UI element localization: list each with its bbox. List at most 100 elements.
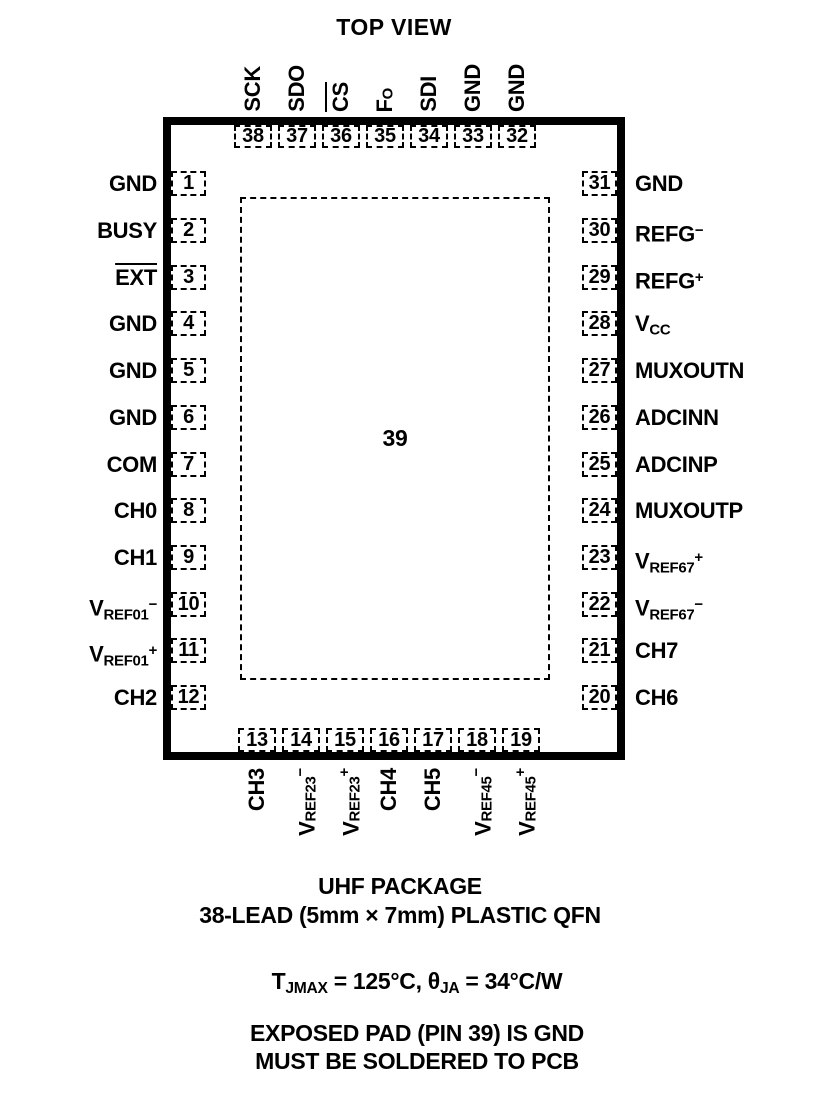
pin-24-label: MUXOUTP [635,498,743,523]
subscript: REF67 [649,606,695,624]
pin-30-label: REFG− [635,221,704,247]
pin-3-label: EXT [115,265,157,290]
package-caption: UHF PACKAGE 38-LEAD (5mm × 7mm) PLASTIC … [80,872,720,930]
pin-21-label: CH7 [635,638,679,663]
subscript: REF45 [478,776,496,822]
thermal-note: TJMAX = 125°C, θJA = 34°C/W [271,968,563,997]
pin-number: 26 [588,406,611,428]
pin-23-label: VREF67+ [635,548,703,577]
pin-number: 9 [183,546,194,568]
pin-number: 29 [588,266,611,288]
exposed-pad-note-line2: MUST BE SOLDERED TO PCB [255,1047,579,1074]
pin-17-box: 17 [414,728,452,752]
pin-38-box: 38 [234,125,272,148]
superscript: − [148,596,158,613]
superscript: + [148,642,158,659]
superscript: − [468,768,485,777]
exposed-pad-number: 39 [382,425,408,451]
pin-number: 10 [177,593,200,615]
pin-7-label: COM [106,452,158,477]
pin-number: 2 [183,219,194,241]
pin-number: 4 [183,312,194,334]
notes-block: TJMAX = 125°C, θJA = 34°C/W EXPOSED PAD … [97,967,737,1075]
pin-12-box: 12 [171,685,206,710]
overline-text: CS [328,82,353,112]
subscript: CC [649,321,671,339]
pin-1-box: 1 [171,171,206,196]
pin-number: 27 [588,359,611,381]
pin-26-label: ADCINN [635,405,719,430]
pin-number: 30 [588,219,611,241]
pin-37-label: SDO [284,65,309,112]
pin-number: 12 [177,686,200,708]
pin-number: 18 [466,728,488,751]
pin-7-box: 7 [171,452,206,477]
pin-number: 8 [183,499,194,521]
overline-text: EXT [115,265,157,290]
pin-14-label: VREF23− [292,768,320,836]
pin-6-box: 6 [171,405,206,430]
pin-24-box: 24 [582,498,617,523]
pin-number: 1 [183,172,194,194]
superscript: + [694,269,704,286]
pin-number: 33 [462,125,484,147]
pin-2-label: BUSY [97,218,157,243]
pin-13-box: 13 [238,728,276,752]
pin-32-box: 32 [498,125,536,148]
pin-21-box: 21 [582,638,617,663]
subscript: O [379,87,397,99]
pin-15-box: 15 [326,728,364,752]
pin-8-box: 8 [171,498,206,523]
superscript: − [694,222,704,239]
pin-number: 14 [290,728,312,751]
exposed-pad-note-line1: EXPOSED PAD (PIN 39) IS GND [250,1019,584,1046]
pin-10-label: VREF01− [89,595,158,624]
pin-4-box: 4 [171,311,206,336]
pin-number: 22 [588,593,611,615]
pin-14-box: 14 [282,728,320,752]
pin-38-label: SCK [240,66,265,112]
pin-2-box: 2 [171,218,206,243]
pin-16-label: CH4 [376,768,401,812]
pin-number: 37 [286,125,308,147]
package-outline: 39 [163,117,625,760]
pin-28-box: 28 [582,311,617,336]
pin-9-box: 9 [171,545,206,570]
pin-31-box: 31 [582,171,617,196]
pin-25-label: ADCINP [635,452,718,477]
pin-number: 5 [183,359,194,381]
pin-20-label: CH6 [635,685,679,710]
pin-4-label: GND [109,311,157,336]
superscript: − [292,768,309,777]
pin-number: 28 [588,312,611,334]
pin-number: 6 [183,406,194,428]
subscript: JMAX [285,979,328,997]
pin-31-label: GND [635,171,683,196]
pin-number: 23 [588,546,611,568]
pin-number: 11 [178,639,199,661]
pin-11-label: VREF01+ [89,641,158,670]
diagram-title: TOP VIEW [336,14,452,40]
pin-number: 34 [418,125,440,147]
pin-number: 13 [246,728,268,751]
pin-5-box: 5 [171,358,206,383]
pin-35-box: 35 [366,125,404,148]
pin-19-label: VREF45+ [512,768,540,836]
pin-3-box: 3 [171,265,206,290]
pin-36-label: CS [328,82,353,112]
package-name: UHF PACKAGE [318,873,482,899]
pin-17-label: CH5 [420,768,445,812]
pin-32-label: GND [504,64,529,112]
superscript: + [512,768,529,777]
subscript: REF45 [522,776,540,822]
pin-number: 3 [183,266,194,288]
pin-10-box: 10 [171,592,206,617]
pin-15-label: VREF23+ [336,768,364,836]
subscript: JA [439,979,460,997]
subscript: REF67 [649,559,695,577]
pin-30-box: 30 [582,218,617,243]
subscript: REF01 [103,606,149,624]
pin-number: 19 [510,728,532,751]
